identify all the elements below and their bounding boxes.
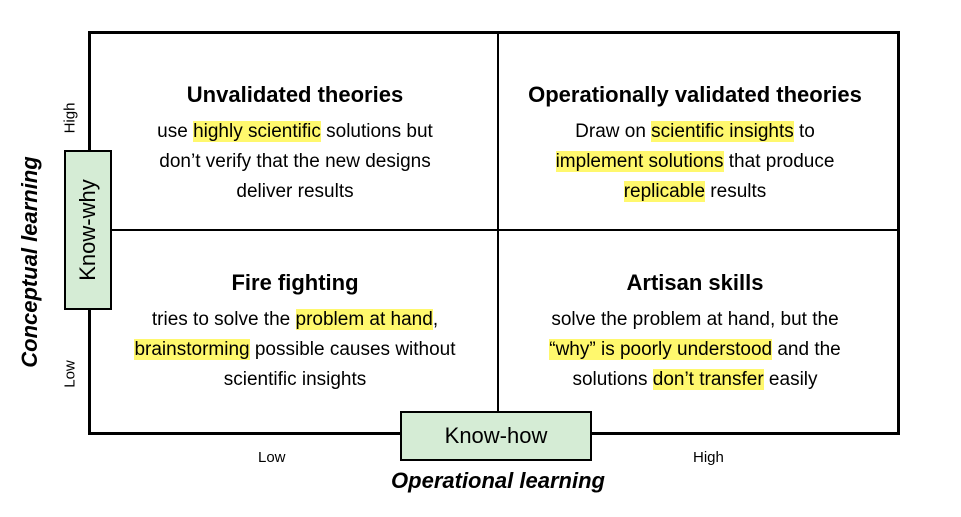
- y-axis-label: Conceptual learning: [17, 156, 42, 368]
- highlight: brainstorming: [134, 339, 250, 360]
- know-why-box: Know-why: [64, 150, 112, 310]
- x-axis-label: Operational learning: [391, 468, 605, 493]
- quadrant-title: Unvalidated theories: [186, 82, 404, 107]
- highlight: implement solutions: [555, 151, 724, 172]
- quadrant-description: tries to solve the problem at hand, brai…: [134, 309, 456, 390]
- know-how-box: Know-how: [400, 411, 592, 461]
- quadrant-title: Fire fighting: [231, 270, 359, 295]
- quadrant-title: Operationally validated theories: [528, 82, 862, 107]
- vertical-divider: [497, 34, 499, 432]
- highlight: highly scientific: [193, 121, 321, 142]
- quadrant-operationally-validated-theories: Operationally validated theories Draw on…: [500, 80, 890, 207]
- quadrant-description: use highly scientific solutions but don’…: [157, 121, 433, 202]
- quadrant-unvalidated-theories: Unvalidated theories use highly scientif…: [100, 80, 490, 207]
- x-tick-high: High: [693, 449, 724, 466]
- quadrant-description: Draw on scientific insights to implement…: [555, 121, 835, 202]
- know-why-label: Know-why: [75, 179, 100, 281]
- y-tick-high: High: [61, 102, 79, 134]
- highlight: don’t transfer: [652, 369, 764, 390]
- know-how-label: Know-how: [444, 423, 548, 448]
- quadrant-title: Artisan skills: [626, 270, 764, 295]
- quadrant-artisan-skills: Artisan skills solve the problem at hand…: [500, 268, 890, 395]
- highlight: scientific insights: [651, 121, 794, 142]
- highlight: problem at hand: [295, 309, 433, 330]
- highlight: “why” is poorly understood: [549, 339, 773, 360]
- highlight: replicable: [623, 181, 706, 202]
- quadrant-description: solve the problem at hand, but the “why”…: [549, 309, 841, 390]
- x-tick-low: Low: [258, 449, 286, 466]
- y-tick-low: Low: [61, 360, 79, 388]
- quadrant-fire-fighting: Fire fighting tries to solve the problem…: [95, 268, 495, 395]
- horizontal-divider: [91, 229, 897, 231]
